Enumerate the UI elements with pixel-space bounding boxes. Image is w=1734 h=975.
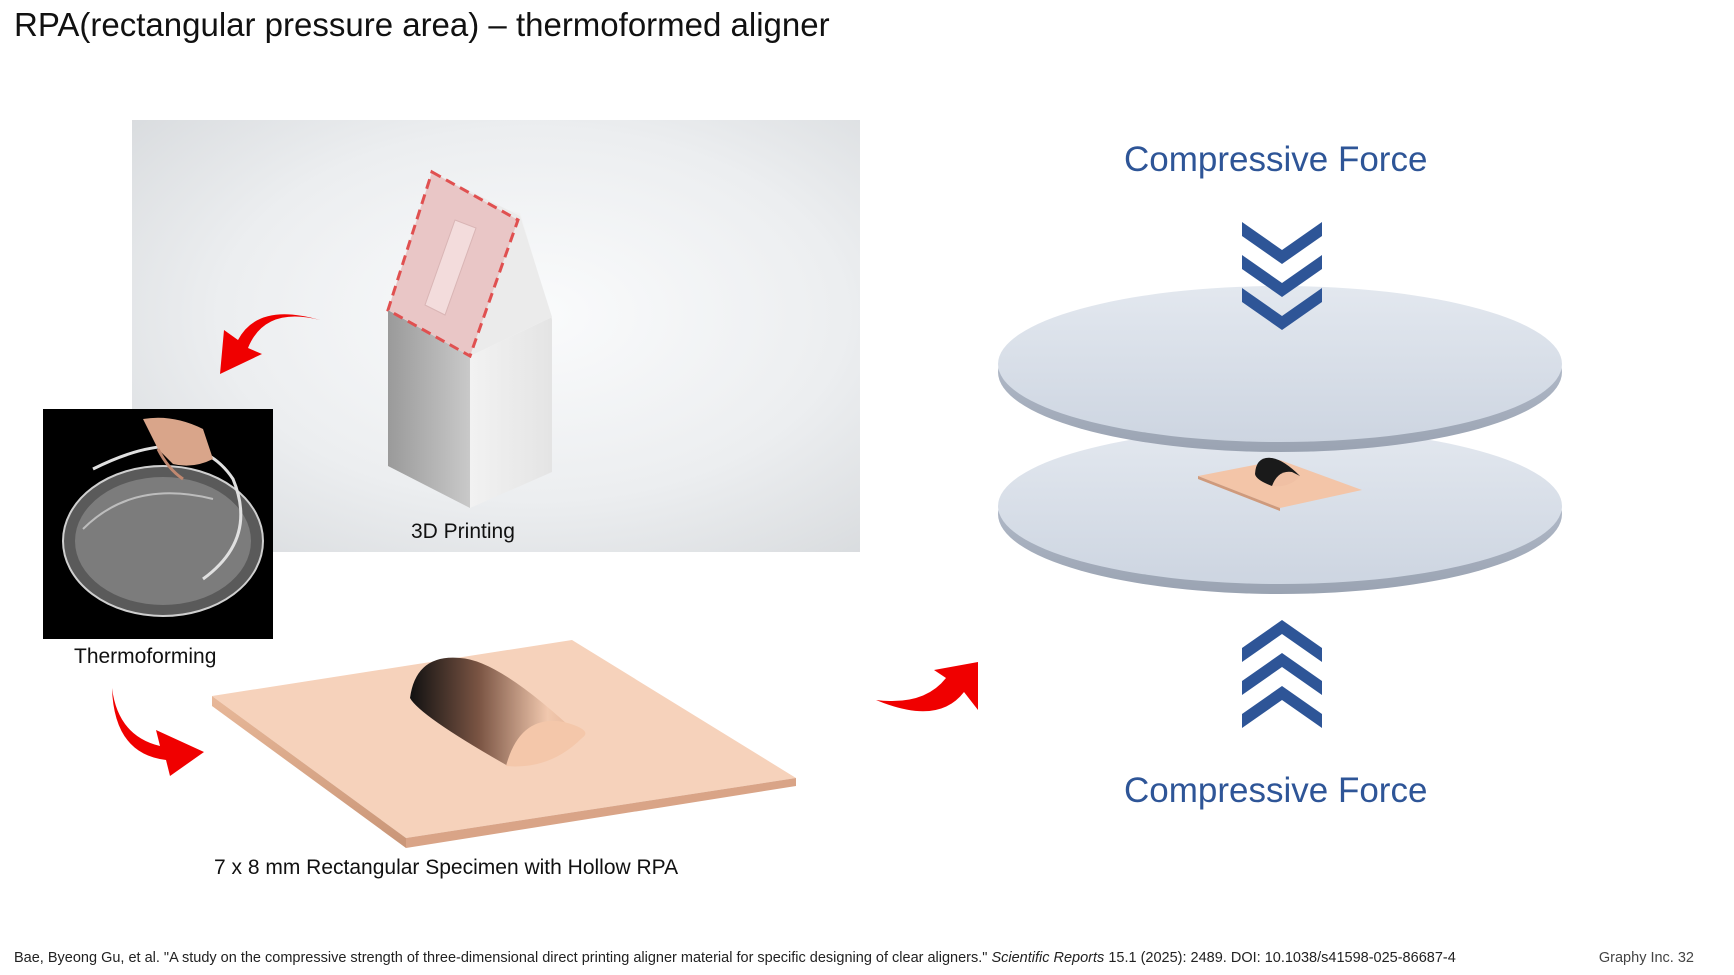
arrow-to-specimen-icon xyxy=(112,688,204,776)
compressive-force-top-label: Compressive Force xyxy=(1124,140,1428,179)
arrow-to-thermoforming-icon xyxy=(220,314,320,374)
compression-plates-illustration xyxy=(998,286,1562,594)
printed-model-illustration xyxy=(386,169,552,508)
3d-printing-caption: 3D Printing xyxy=(411,520,515,543)
compressive-force-bottom-label: Compressive Force xyxy=(1124,771,1428,810)
citation-text-before: Bae, Byeong Gu, et al. "A study on the c… xyxy=(14,950,992,966)
slide-title: RPA(rectangular pressure area) – thermof… xyxy=(14,6,830,43)
citation: Bae, Byeong Gu, et al. "A study on the c… xyxy=(14,950,1456,966)
page-label: Graphy Inc. 32 xyxy=(1598,950,1694,966)
citation-journal: Scientific Reports xyxy=(991,950,1105,966)
citation-text-after: 15.1 (2025): 2489. DOI: 10.1038/s41598-0… xyxy=(1104,950,1456,966)
specimen-illustration xyxy=(212,640,796,848)
chevrons-down-icon xyxy=(1242,222,1322,330)
thermoforming-sheet-illustration xyxy=(62,417,264,617)
specimen-caption: 7 x 8 mm Rectangular Specimen with Hollo… xyxy=(214,856,679,879)
thermoforming-caption: Thermoforming xyxy=(74,645,217,668)
thermoforming-photo xyxy=(43,409,273,639)
arrow-to-compression-icon xyxy=(876,662,978,712)
chevrons-up-icon xyxy=(1242,620,1322,728)
